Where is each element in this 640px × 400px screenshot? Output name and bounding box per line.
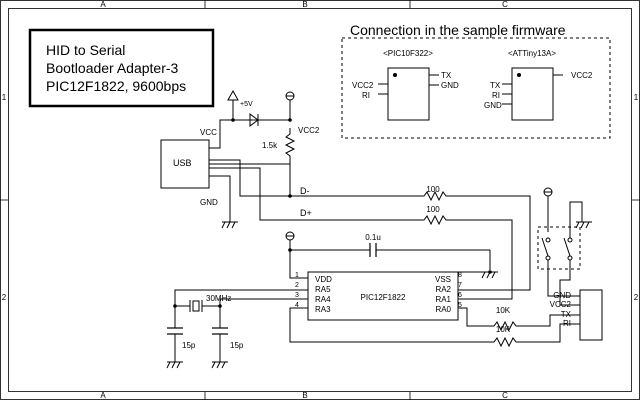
dminus-label: D- xyxy=(300,186,310,196)
mcu-pin-num-1: 1 xyxy=(295,272,299,279)
col-label-b: B xyxy=(302,0,307,9)
mcu-pin-num-5: 5 xyxy=(458,302,462,309)
title-line-2: Bootloader Adapter-3 xyxy=(46,60,179,76)
connector-pin-tx: TX xyxy=(561,310,572,319)
plus5v-label: +5V xyxy=(240,101,253,108)
resistor-1k5-label: 1.5k xyxy=(262,141,278,150)
crystal-circuit: 30MHz 15p 15p xyxy=(166,289,490,369)
signal-resistors: 10K 10K xyxy=(490,306,571,348)
crystal-label: 30MHz xyxy=(206,294,231,303)
mcu-pin-num-4: 4 xyxy=(295,302,299,309)
series-resistors: 100 100 xyxy=(420,185,531,300)
usb-vcc-label: VCC xyxy=(200,128,217,137)
usb-wiring xyxy=(209,100,420,222)
usb-label: USB xyxy=(173,158,192,168)
inset-heading: Connection in the sample firmware xyxy=(350,22,566,38)
col-label-a: A xyxy=(100,0,106,9)
row-label-2: 2 xyxy=(2,293,7,302)
connector-pin-gnd: GND xyxy=(553,291,571,300)
mcu-pin-name-vss: VSS xyxy=(435,275,451,284)
diode-symbol xyxy=(249,113,259,127)
chip2-left-pin-2: RI xyxy=(492,91,500,100)
title-line-3: PIC12F1822, 9600bps xyxy=(46,78,186,94)
chip2-right-pin-1: VCC2 xyxy=(571,71,593,80)
r-dplus-label: 100 xyxy=(426,205,440,214)
chip2-pin1-dot xyxy=(517,73,521,77)
mcu-supply: 0.1u xyxy=(285,231,498,279)
connector-pin-vcc2: VCC2 xyxy=(550,300,572,309)
mcu-pin-name-ra3: RA3 xyxy=(315,305,331,314)
cap-bypass-label: 0.1u xyxy=(365,233,381,242)
title-line-1: HID to Serial xyxy=(46,42,125,58)
title-block: HID to Serial Bootloader Adapter-3 PIC12… xyxy=(28,28,215,108)
mcu-pin-num-8: 8 xyxy=(458,272,462,279)
chip2-name: <ATTiny13A> xyxy=(508,49,556,58)
mcu-right-wiring xyxy=(458,271,490,327)
mcu-pic12f1822: PIC12F1822 1 2 3 4 VDD RA5 RA4 RA3 8 7 6… xyxy=(295,271,462,321)
mcu-pin-name-ra1: RA1 xyxy=(435,295,451,304)
chip1-right-pin-2: GND xyxy=(441,81,459,90)
chip1-left-pin-1: VCC2 xyxy=(352,81,374,90)
mcu-pin-name-vdd: VDD xyxy=(315,275,332,284)
vcc2-pullup: VCC2 1.5k xyxy=(262,91,320,164)
row-label-2-right: 2 xyxy=(634,293,639,302)
resistor-1k5 xyxy=(284,128,296,164)
r-tx-label: 10K xyxy=(496,306,511,315)
usb-connector: USB VCC GND xyxy=(160,128,218,207)
mcu-pin-num-6: 6 xyxy=(458,292,462,299)
col-label-c: C xyxy=(502,0,508,9)
mcu-pin-num-7: 7 xyxy=(458,282,462,289)
row-label-1: 1 xyxy=(2,93,7,102)
chip1-pin1-dot xyxy=(393,73,397,77)
dplus-label: D+ xyxy=(300,208,312,218)
gnd-symbol-usb xyxy=(221,221,238,229)
mcu-pin-name-ra4: RA4 xyxy=(315,295,331,304)
r-dminus-label: 100 xyxy=(426,185,440,194)
mcu-pin-name-ra0: RA0 xyxy=(435,305,451,314)
r-ri-label: 10K xyxy=(496,325,511,334)
c1-label: 15p xyxy=(182,341,196,350)
mcu-pin-name-ra5: RA5 xyxy=(315,285,331,294)
output-connector: GND VCC2 TX RI xyxy=(550,289,603,341)
vcc2-label: VCC2 xyxy=(298,126,320,135)
usb-gnd-label: GND xyxy=(200,198,218,207)
mcu-pin-num-2: 2 xyxy=(295,282,299,289)
chip1-name: <PIC10F322> xyxy=(383,49,433,58)
chip2-left-pin-1: TX xyxy=(490,81,501,90)
mcu-name: PIC12F1822 xyxy=(361,293,406,302)
mcu-pin-name-ra2: RA2 xyxy=(435,285,451,294)
jumper-block xyxy=(537,187,592,306)
chip1-left-pin-2: RI xyxy=(362,91,370,100)
connector-pin-ri: RI xyxy=(563,319,571,328)
c2-label: 15p xyxy=(230,341,244,350)
plus5v-symbol: +5V xyxy=(227,89,253,108)
sample-connection-inset: Connection in the sample firmware <PIC10… xyxy=(341,22,611,139)
col-label-c-bottom: C xyxy=(502,391,508,400)
col-label-b-bottom: B xyxy=(302,391,307,400)
crystal-symbol xyxy=(192,300,200,312)
col-label-a-bottom: A xyxy=(100,391,106,400)
row-label-1-right: 1 xyxy=(634,93,639,102)
mcu-pin-num-3: 3 xyxy=(295,292,299,299)
chip2-left-pin-3: GND xyxy=(484,101,502,110)
chip1-right-pin-1: TX xyxy=(441,71,452,80)
